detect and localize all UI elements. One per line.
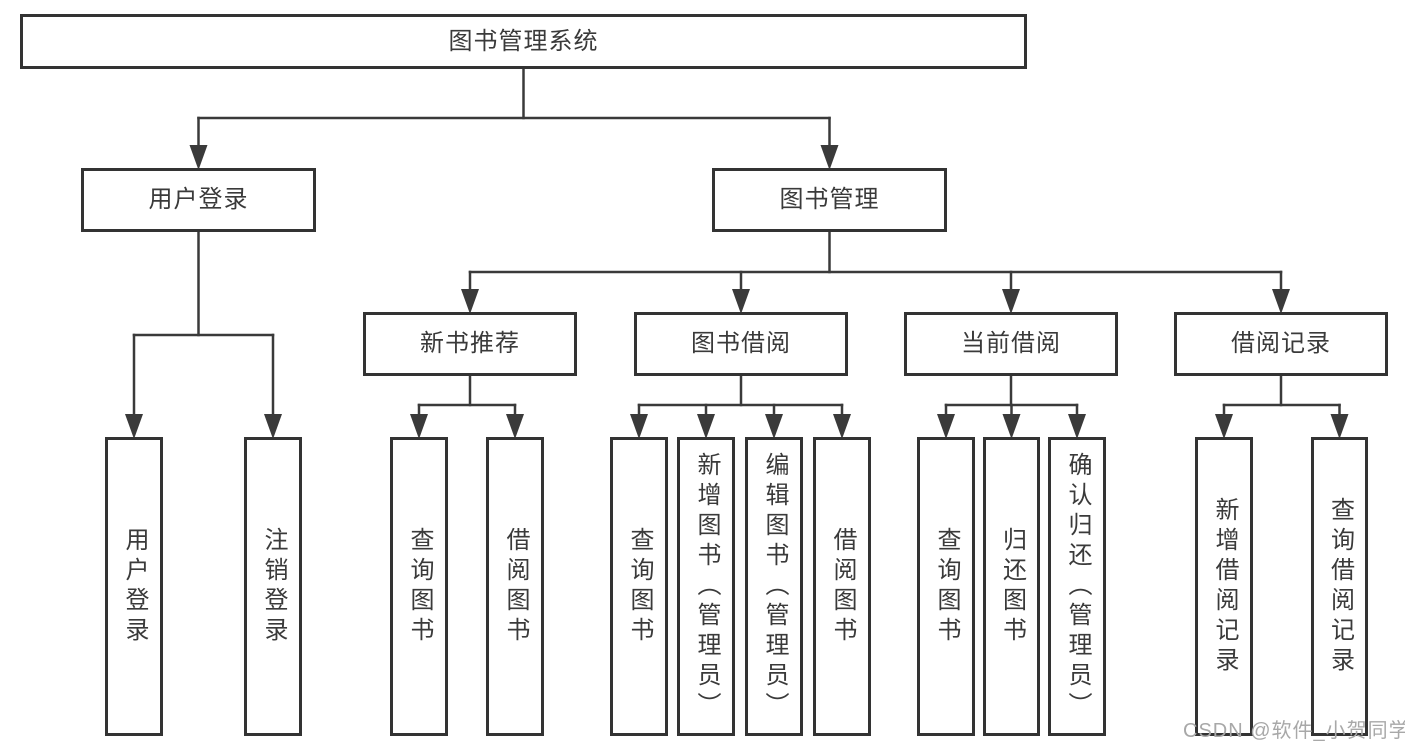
node-borrowing-records: 借阅记录 — [1174, 312, 1388, 376]
arrowhead-down-icon — [833, 414, 851, 439]
arrowhead-down-icon — [1068, 414, 1086, 439]
node-label: 图书借阅 — [691, 330, 791, 357]
node-label: 新书推荐 — [420, 330, 520, 357]
node-label: 图书管理系统 — [448, 27, 599, 55]
node-label: 归还图书 — [998, 526, 1026, 647]
arrowhead-down-icon — [697, 414, 715, 439]
node-label: 当前借阅 — [961, 330, 1061, 357]
node-label: 新增借阅记录 — [1211, 496, 1238, 677]
node-book-management-module: 图书管理 — [712, 168, 947, 232]
arrowhead-down-icon — [461, 289, 479, 314]
node-label: 确认归还（管理员） — [1064, 451, 1091, 722]
node-leaf-user-login: 用户登录 — [105, 437, 163, 736]
arrowhead-down-icon — [1002, 414, 1021, 439]
node-label: 用户登录 — [121, 526, 148, 647]
arrowhead-down-icon — [506, 414, 524, 439]
node-leaf-borrow-books: 借阅图书 — [486, 437, 544, 736]
node-label: 查询图书 — [626, 526, 653, 647]
node-label: 借阅图书 — [829, 526, 856, 647]
arrowhead-down-icon — [1002, 289, 1020, 314]
node-label: 查询图书 — [406, 526, 433, 647]
node-leaf-add-books-admin: 新增图书（管理员） — [677, 437, 735, 736]
node-label: 用户登录 — [148, 186, 249, 213]
node-label: 查询图书 — [933, 526, 960, 647]
node-label: 借阅图书 — [502, 526, 529, 647]
node-leaf-confirm-return-admin: 确认归还（管理员） — [1048, 437, 1106, 736]
arrowhead-down-icon — [410, 414, 428, 439]
node-new-book-recommend: 新书推荐 — [363, 312, 577, 376]
arrowhead-down-icon — [937, 414, 955, 439]
arrowhead-down-icon — [1215, 414, 1233, 439]
node-leaf-query-borrow-record: 查询借阅记录 — [1311, 437, 1368, 736]
node-leaf-query-books: 查询图书 — [610, 437, 668, 736]
arrowhead-down-icon — [820, 145, 839, 170]
node-leaf-logout: 注销登录 — [244, 437, 302, 736]
csdn-watermark: CSDN @软件_小贺同学 — [1183, 720, 1405, 742]
node-label: 注销登录 — [260, 526, 287, 647]
node-label: 新增图书（管理员） — [693, 451, 720, 722]
arrowhead-down-icon — [765, 414, 783, 439]
node-leaf-query-books: 查询图书 — [917, 437, 975, 736]
node-leaf-add-borrow-record: 新增借阅记录 — [1195, 437, 1253, 736]
node-book-borrowing: 图书借阅 — [634, 312, 848, 376]
arrowhead-down-icon — [264, 414, 282, 439]
node-label: 图书管理 — [779, 186, 880, 213]
node-leaf-edit-books-admin: 编辑图书（管理员） — [745, 437, 803, 736]
node-label: 编辑图书（管理员） — [761, 451, 788, 722]
node-leaf-return-books: 归还图书 — [983, 437, 1040, 736]
node-current-borrowing: 当前借阅 — [904, 312, 1118, 376]
arrowhead-down-icon — [732, 289, 750, 314]
node-leaf-borrow-books: 借阅图书 — [813, 437, 871, 736]
arrowhead-down-icon — [1330, 414, 1349, 439]
node-leaf-query-books: 查询图书 — [390, 437, 448, 736]
node-library-management-system: 图书管理系统 — [20, 14, 1027, 69]
node-label: 借阅记录 — [1231, 330, 1331, 357]
arrowhead-down-icon — [1272, 289, 1290, 314]
node-label: 查询借阅记录 — [1326, 496, 1354, 677]
node-user-login-module: 用户登录 — [81, 168, 316, 232]
arrowhead-down-icon — [125, 414, 143, 439]
arrowhead-down-icon — [630, 414, 648, 439]
arrowhead-down-icon — [189, 145, 208, 170]
